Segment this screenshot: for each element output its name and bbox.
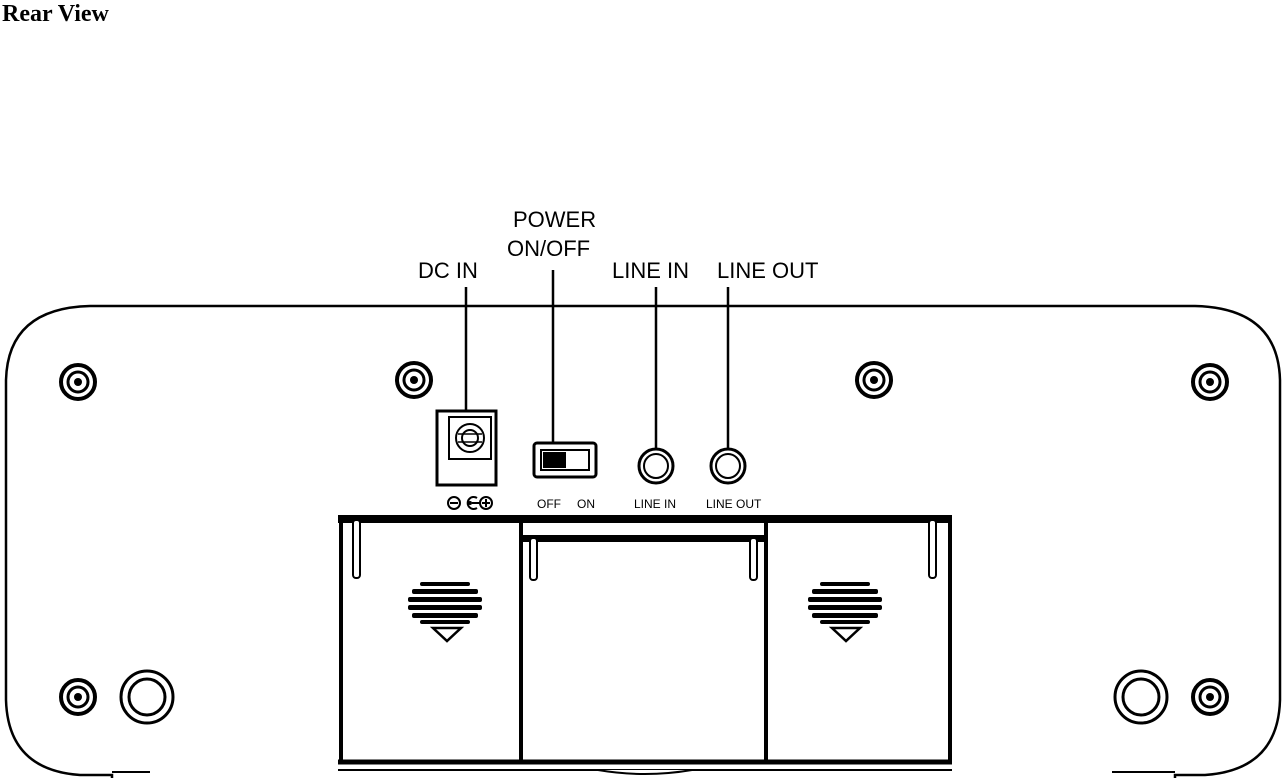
device-body-outline (4, 304, 1282, 778)
on-off-callout: ON/OFF (507, 236, 590, 261)
battery-cover-grip-icon (808, 582, 882, 643)
line-out-jack (709, 447, 747, 485)
dc-in-callout: DC IN (418, 258, 478, 283)
battery-cover-grip-icon (408, 582, 482, 643)
power-switch (532, 441, 598, 479)
line-out-callout: LINE OUT (717, 258, 818, 283)
screw-icon (855, 361, 893, 399)
line-in-jack (637, 447, 675, 485)
screw-icon (59, 678, 97, 716)
line-out-panel-label: LINE OUT (706, 497, 762, 511)
line-in-callout: LINE IN (612, 258, 689, 283)
screw-icon (1191, 363, 1229, 401)
switch-off-label: OFF (537, 497, 561, 511)
dc-in-jack (435, 409, 498, 487)
screw-icon (59, 363, 97, 401)
screw-icon (395, 361, 433, 399)
power-callout: POWER (513, 207, 596, 232)
switch-on-label: ON (577, 497, 595, 511)
rubber-foot-icon (1113, 669, 1169, 725)
battery-compartment (338, 515, 952, 775)
page-title: Rear View (2, 1, 109, 27)
screw-icon (1191, 678, 1229, 716)
rubber-foot-icon (119, 669, 175, 725)
line-in-panel-label: LINE IN (634, 497, 676, 511)
polarity-icon (447, 496, 493, 510)
